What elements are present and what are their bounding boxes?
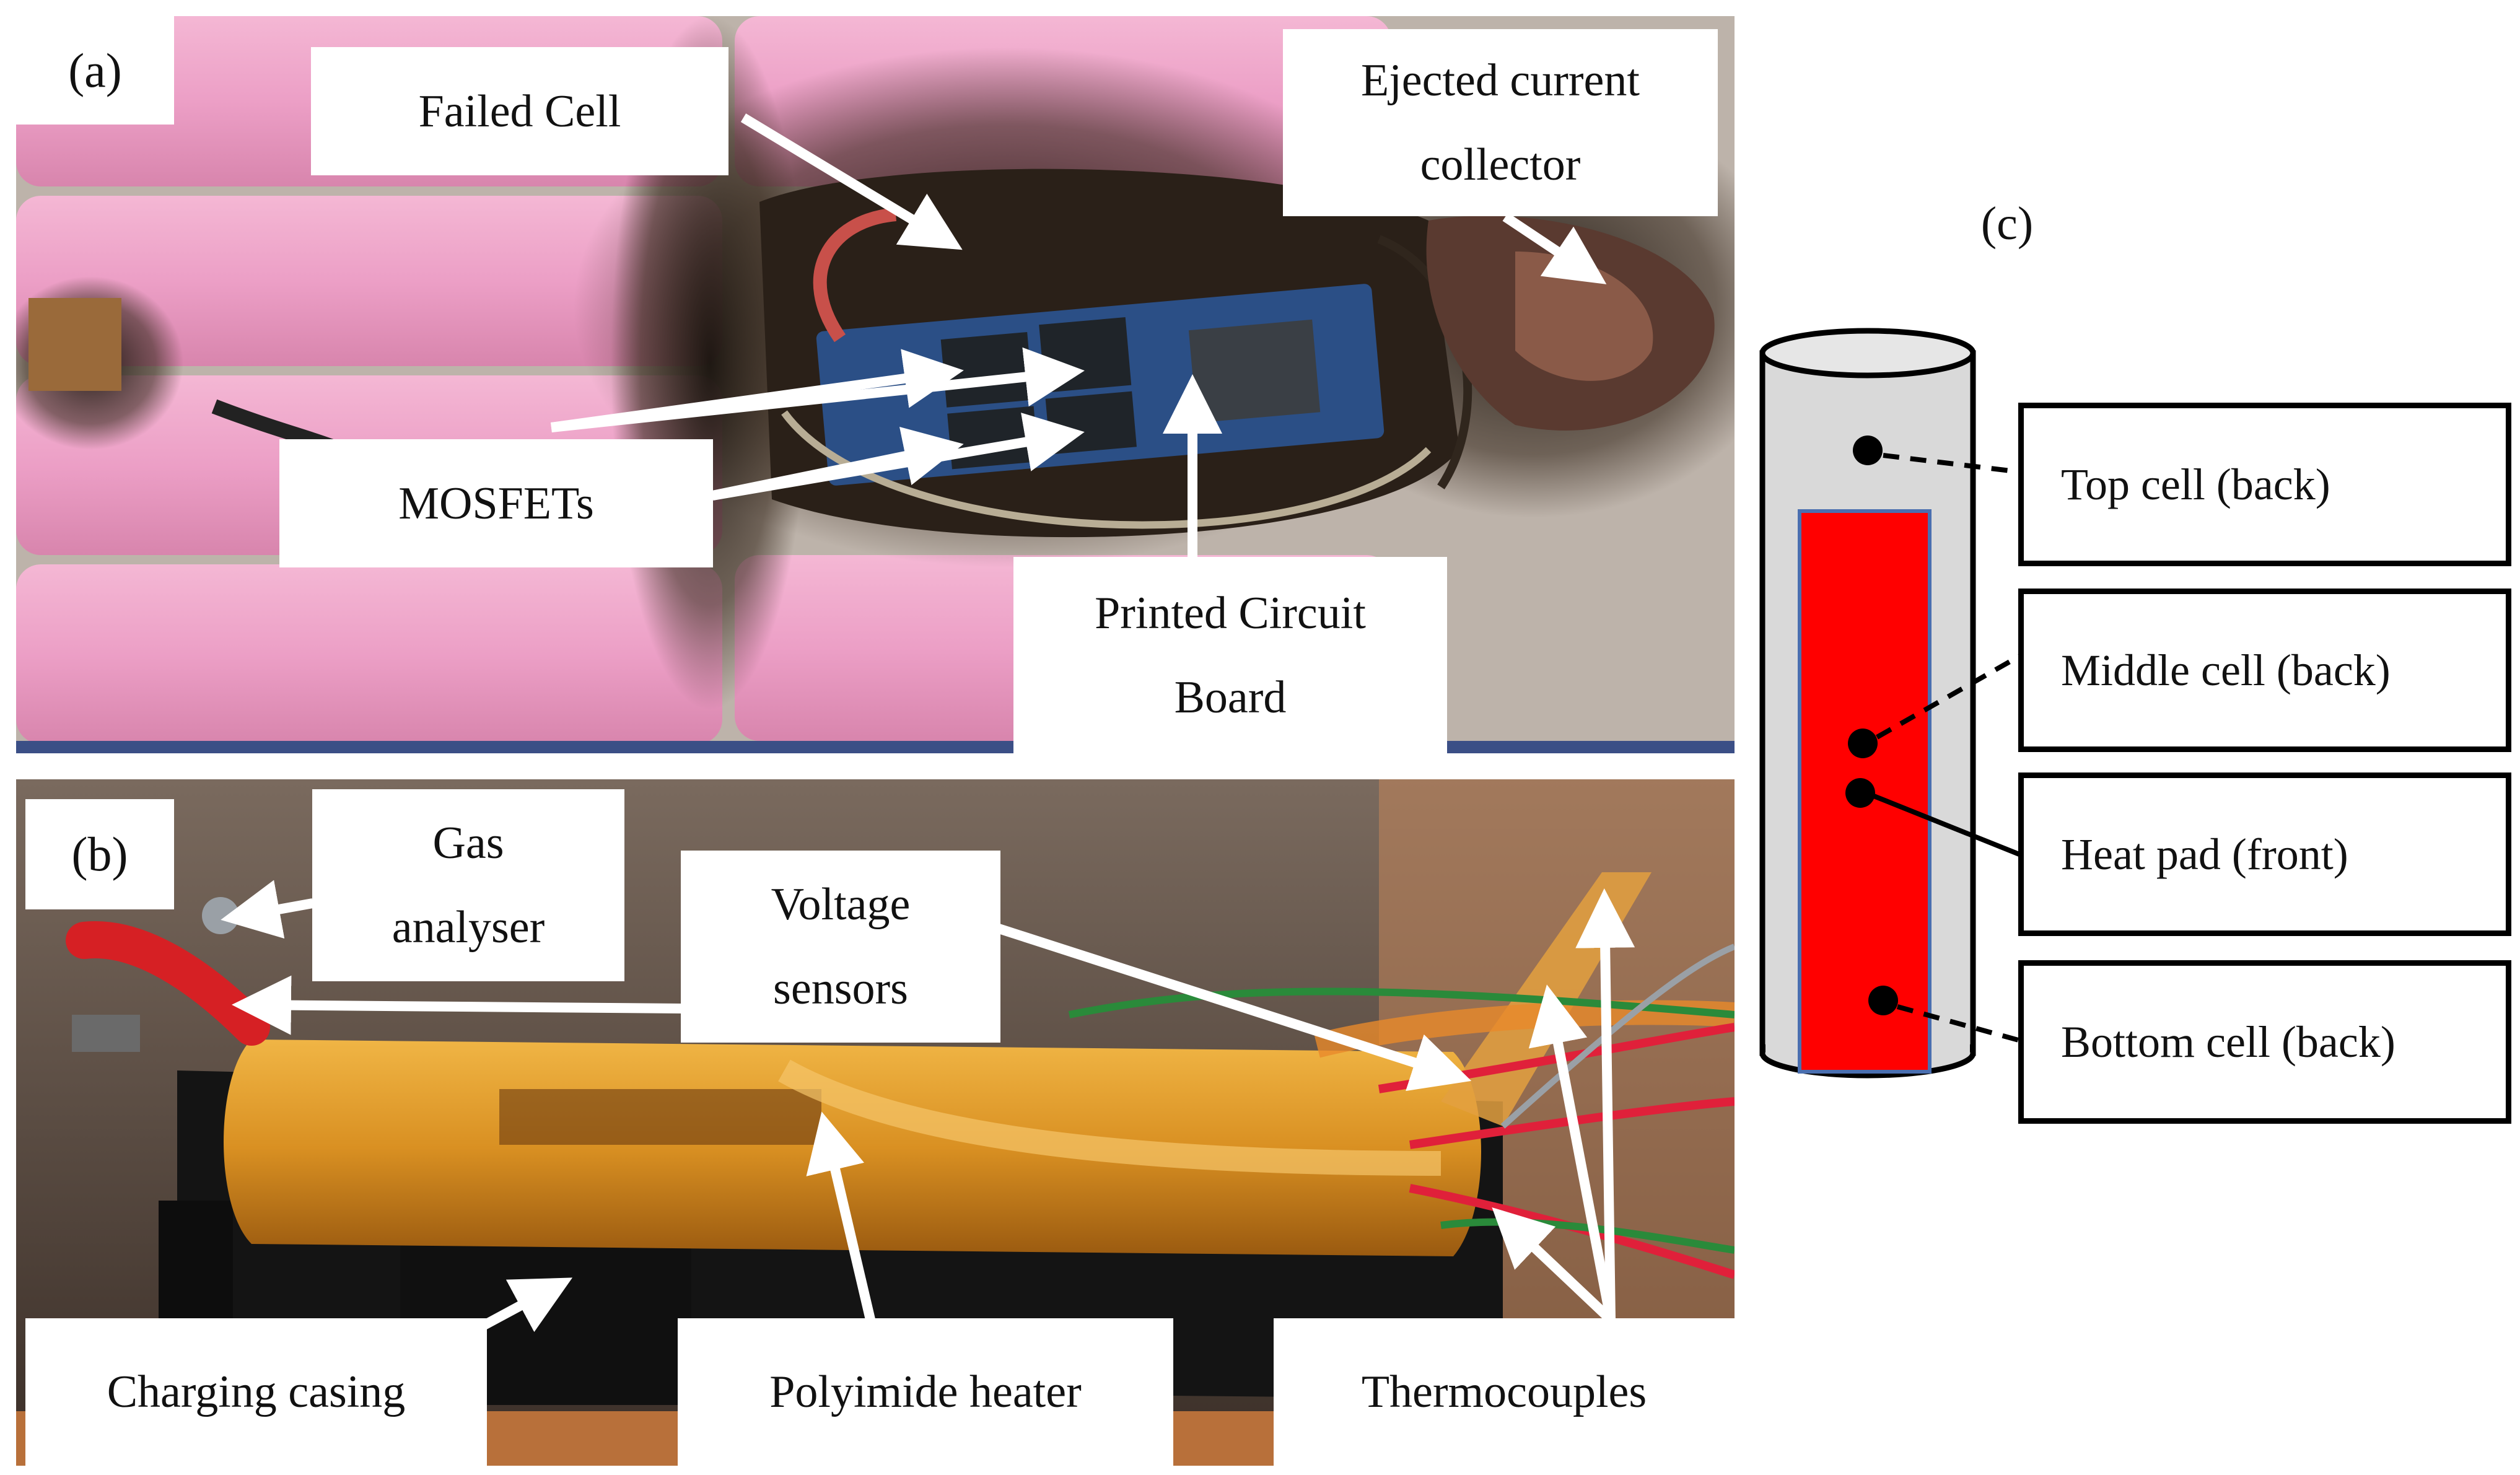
failed-cell-label: Failed Cell: [311, 47, 728, 175]
voltage-sensors-label: Voltage sensors: [681, 851, 1000, 1043]
thermocouple-arrow-1: [1575, 888, 1635, 1320]
polyimide-heater-label: Polyimide heater: [678, 1318, 1173, 1466]
bottom-cell-leader: [1896, 1004, 2022, 1043]
panel-a-tag: (a): [16, 16, 174, 125]
printed-circuit-board-label: Printed Circuit Board: [1013, 557, 1447, 753]
failed-cell-arrow: [740, 113, 963, 250]
middle-cell-leader: [1876, 653, 2022, 740]
mosfet-arrow-4: [711, 413, 1085, 501]
ejected-collector-arrow: [1502, 212, 1607, 284]
mosfets-label: MOSFETs: [279, 439, 713, 567]
heat-pad-leader: [1873, 794, 2022, 857]
heat-pad-box: Heat pad (front): [2018, 773, 2511, 936]
gas-analyser-arrow: [221, 880, 314, 939]
pcb-line-2: Board: [1174, 672, 1287, 723]
middle-cell-sensor-dot: [1848, 729, 1878, 758]
thermocouples-label: Thermocouples: [1274, 1318, 1735, 1466]
pcb-line-1: Printed Circuit: [1095, 587, 1366, 639]
cylinder-top: [1759, 328, 1976, 379]
panel-c-tag: (c): [1980, 197, 2034, 250]
top-cell-box: Top cell (back): [2018, 403, 2511, 566]
voltage-line-2: sensors: [773, 963, 908, 1014]
ejected-current-collector-label: Ejected current collector: [1283, 29, 1718, 216]
thermocouple-arrow-3: [1492, 1207, 1614, 1323]
heat-pad-sensor-dot: [1845, 778, 1875, 808]
panel-b-photo: (b) Gas analyser Voltage sensors Chargin…: [16, 779, 1735, 1466]
voltage-sensor-arrow-left: [232, 975, 682, 1035]
top-cell-sensor-dot: [1853, 435, 1883, 465]
polyimide-heater-arrow: [806, 1111, 875, 1321]
ejected-line-1: Ejected current: [1361, 55, 1640, 106]
panel-b-tag: (b): [25, 799, 174, 909]
gas-analyser-label: Gas analyser: [312, 789, 624, 981]
charging-casing-arrow: [481, 1277, 573, 1333]
gas-line-2: analyser: [392, 902, 545, 953]
mosfet-arrow-2: [551, 347, 1085, 432]
panel-a-photo: (a) Failed Cell Ejected current collecto…: [16, 16, 1735, 753]
ejected-line-2: collector: [1420, 139, 1581, 190]
bottom-cell-box: Bottom cell (back): [2018, 960, 2511, 1124]
voltage-line-1: Voltage: [771, 879, 911, 930]
voltage-sensor-arrow-right: [989, 921, 1472, 1092]
bottom-cell-sensor-dot: [1868, 986, 1898, 1015]
gas-line-1: Gas: [432, 818, 504, 869]
top-cell-leader: [1883, 453, 2021, 475]
thermocouple-arrow-2: [1528, 984, 1616, 1321]
charging-casing-label: Charging casing: [25, 1318, 487, 1466]
middle-cell-box: Middle cell (back): [2018, 589, 2511, 752]
